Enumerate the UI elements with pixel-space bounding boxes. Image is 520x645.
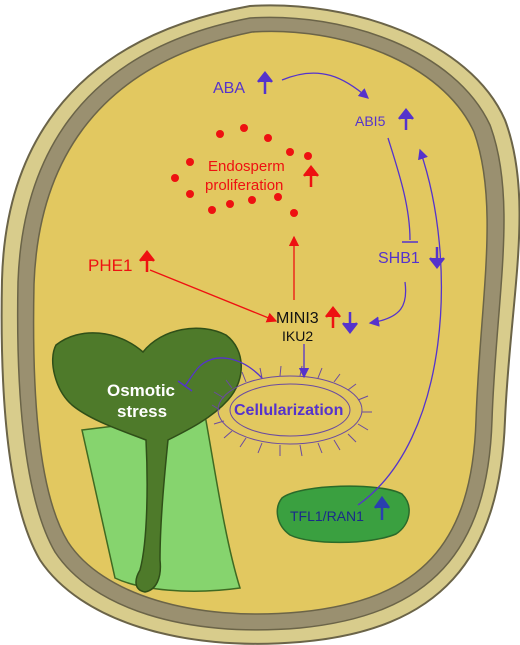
phe1-to-mini3-arrow xyxy=(149,269,278,323)
shb1-to-mini3-arrow xyxy=(368,281,407,327)
aba-to-abi5-arrow xyxy=(281,72,369,99)
regulation-arrows xyxy=(139,70,445,520)
mini3-up-icon xyxy=(325,305,341,328)
endosperm xyxy=(32,30,488,615)
abi5-inhibits-shb1 xyxy=(387,137,411,241)
embryo-heart xyxy=(52,327,242,593)
aba-label: ABA xyxy=(213,80,245,97)
aba-up-icon xyxy=(257,70,273,94)
mini3-label: MINI3 xyxy=(276,310,319,327)
tfl1-blob xyxy=(276,485,410,544)
abi5-up-icon xyxy=(398,107,414,130)
shb1-down-icon xyxy=(429,247,445,270)
osmotic-inhibit-bar xyxy=(177,380,193,392)
osmotic-label: Osmotic xyxy=(107,381,175,400)
proliferation-dots xyxy=(171,124,312,217)
tfl1-label: TFL1/RAN1 xyxy=(290,508,364,524)
cellularization-inhibits-osmotic xyxy=(184,357,263,387)
shb1-label: SHB1 xyxy=(378,250,420,267)
tfl1-up-icon xyxy=(373,495,391,520)
abi5-label: ABI5 xyxy=(355,113,386,129)
iku2-label: IKU2 xyxy=(282,328,313,344)
phe1-label: PHE1 xyxy=(88,256,132,275)
mini3-down-icon xyxy=(342,312,358,335)
proliferation-label: proliferation xyxy=(205,177,283,194)
pathway-arrows xyxy=(149,72,442,506)
tfl1-to-abi5-arrow xyxy=(357,148,442,506)
proliferation-up-icon xyxy=(303,164,319,187)
phe1-up-icon xyxy=(139,249,155,272)
endosperm-label: Endosperm xyxy=(208,158,285,175)
cellularization-web xyxy=(211,365,372,457)
cellularization-label: Cellularization xyxy=(234,402,343,419)
stress-label: stress xyxy=(117,402,167,421)
